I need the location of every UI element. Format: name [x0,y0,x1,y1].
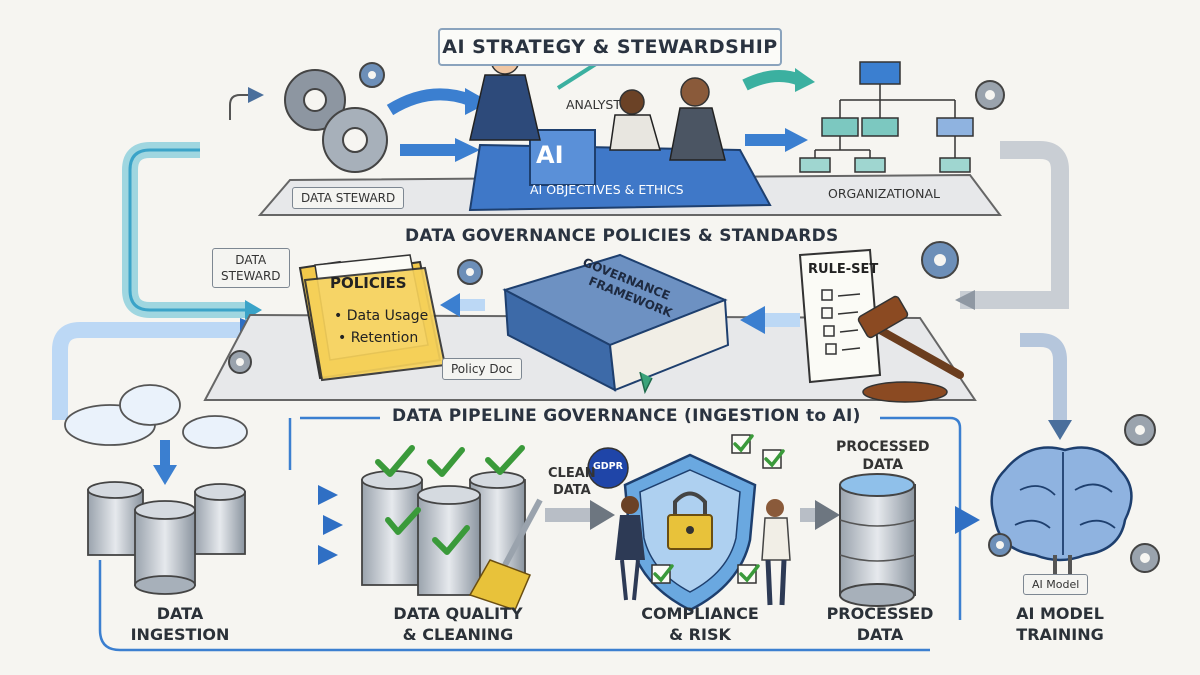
pipeline-frame [98,416,962,652]
stage-quality-line-2: & CLEANING [402,625,514,644]
stage-label-processed: PROCESSED DATA [820,603,940,645]
ingestion-databases-icon [87,481,246,595]
cloud-icons [64,384,248,485]
policy-item-retention: • Retention [338,330,419,346]
stage-compliance-line-2: & RISK [669,625,731,644]
feedback-loop-arrows [52,87,1072,440]
data-steward-tag-middle: DATA STEWARD [212,248,290,288]
stage-processed-line-2: DATA [856,625,904,644]
governance-framework-book-icon [502,253,730,395]
stage-ai-training-line-2: TRAINING [1016,625,1104,644]
data-steward-line-1: DATA [235,253,267,267]
clean-data-line-1: CLEAN [548,466,596,481]
gdpr-label: GDPR [593,461,623,472]
stage-compliance-line-1: COMPLIANCE [641,604,759,623]
compliance-people-illustration [615,496,791,606]
rule-set-document-icon [798,248,882,384]
stage-processed-line-1: PROCESSED [826,604,934,623]
governance-heading: DATA GOVERNANCE POLICIES & STANDARDS [405,226,839,246]
gears-icon-cluster [284,62,388,173]
compliance-checkmarks [651,434,782,584]
top-platform [257,45,1005,216]
stage-ingestion-line-2: INGESTION [130,625,230,644]
processed-top-line-1: PROCESSED [836,439,930,455]
stage-label-compliance: COMPLIANCE & RISK [630,603,770,645]
shield-lock-icon [623,453,757,612]
stage-ai-training-line-1: AI MODEL [1016,604,1104,623]
stage-ingestion-line-1: DATA [156,604,204,623]
policies-title: POLICIES [330,274,407,292]
ai-brain-icon [990,446,1133,590]
clean-data-label: CLEAN DATA [548,465,596,499]
pipeline-heading: DATA PIPELINE GOVERNANCE (INGESTION to A… [392,406,861,426]
page-title: AI STRATEGY & STEWARDSHIP [438,28,782,66]
ai-blueprint [468,129,772,212]
stage-quality-line-1: DATA QUALITY [393,604,523,623]
policies-folder-icon [298,254,447,382]
gdpr-badge-icon [587,447,629,489]
brain-gears-icon [988,414,1160,573]
ingestion-arrows [255,485,343,565]
rule-set-label: RULE-SET [808,262,879,277]
ai-blueprint-mark: AI [536,141,564,169]
organizational-label: ORGANIZATIONAL [828,186,940,201]
ai-model-tag: AI Model [1023,574,1089,595]
org-chart-icon [799,61,974,173]
policy-item-data-usage: • Data Usage [334,308,429,324]
stage-label-ai-training: AI MODEL TRAINING [990,603,1130,645]
processed-database-icon [839,473,916,607]
processed-top-line-2: DATA [862,457,904,473]
middle-platform [203,241,977,403]
analyst-label: ANALYST [566,97,621,112]
ai-objectives-label: AI OBJECTIVES & ETHICS [530,182,684,197]
data-steward-tag-top: DATA STEWARD [292,187,405,209]
processed-data-top-label: PROCESSED DATA [836,438,930,474]
data-steward-line-2: STEWARD [221,269,281,283]
quality-checkmarks [375,445,525,555]
stage-label-quality: DATA QUALITY & CLEANING [378,603,538,645]
clean-data-line-2: DATA [552,483,591,498]
policy-doc-tag: Policy Doc [442,358,522,380]
stage-label-ingestion: DATA INGESTION [120,603,240,645]
quality-databases-icon [361,470,526,596]
gavel-icon [857,295,964,403]
broom-icon [468,498,543,611]
